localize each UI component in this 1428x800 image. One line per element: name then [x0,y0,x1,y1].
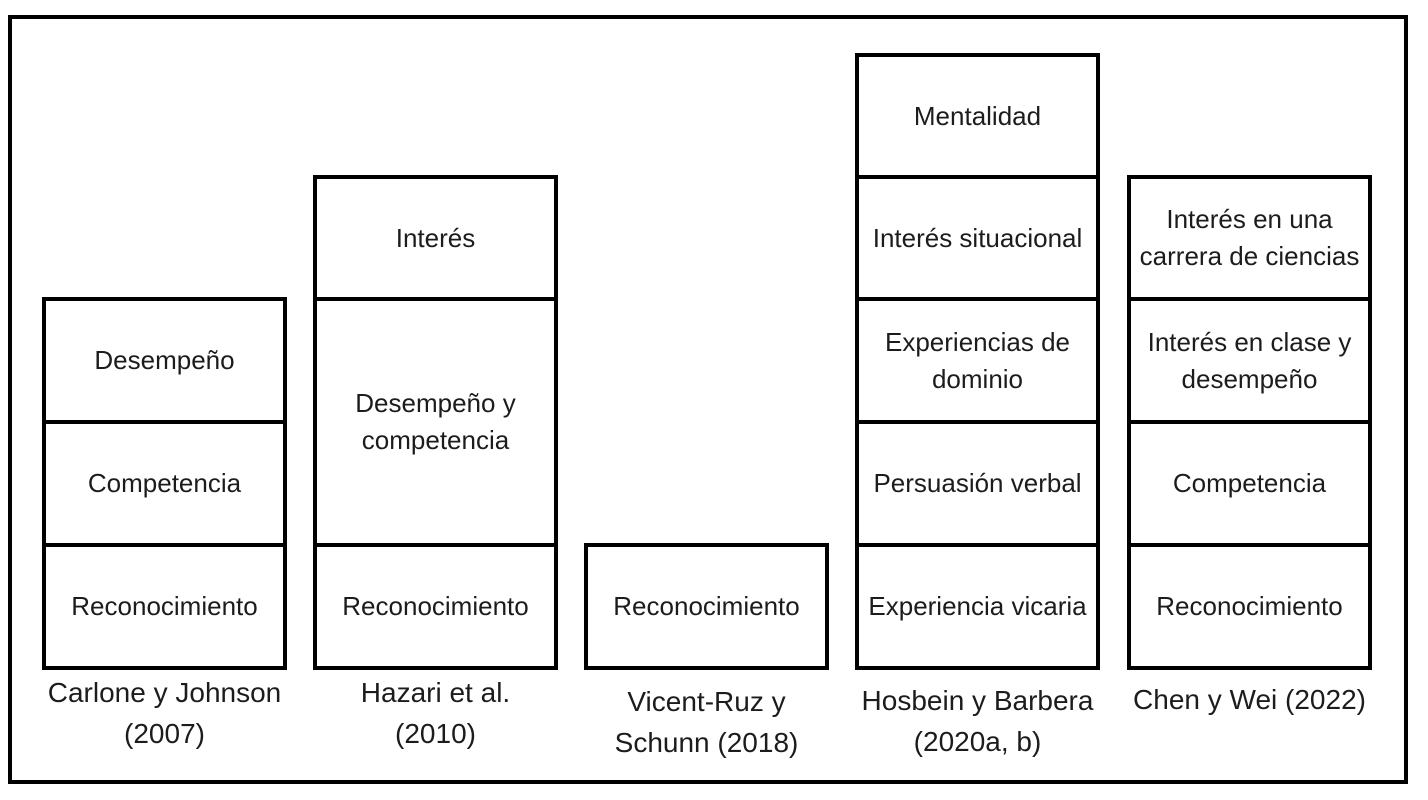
component-box-carlone-johnson-2007-0: Desempeño [42,297,287,424]
caption-line: Vicent-Ruz y [627,686,786,717]
box-label-line: Experiencias de [885,326,1070,357]
caption-line: (2020a, b) [913,726,1042,757]
caption-line: Schunn (2018) [614,727,799,758]
box-label-line: Experiencia vicaria [868,591,1087,621]
box-label-line: Competencia [1172,468,1327,498]
box-label-line: Interés en clase y [1147,326,1352,357]
component-box-chen-wei-2022-0: Interés en una carrera de ciencias [1127,175,1372,301]
caption-line: Hazari et al. [360,677,511,708]
box-label-line: Mentalidad [913,100,1042,131]
box-label-line: Reconocimiento [342,591,529,621]
caption-line: Hosbein y Barbera [861,685,1094,716]
box-label-line: Interés [395,222,476,253]
figure-outer-frame [8,15,1408,784]
box-label-line: competencia [361,425,510,455]
caption-line: (2010) [395,718,476,749]
component-box-chen-wei-2022-1: Interés en clase y desempeño [1127,297,1372,424]
component-box-hosbein-barbera-2020-4: Experiencia vicaria [855,543,1100,670]
study-caption-hazari-et-al-2010: Hazari et al. (2010) [361,672,510,754]
box-label-line: Interés situacional [872,222,1083,253]
caption-line: (2007) [124,718,205,749]
box-label-line: Competencia [87,468,242,498]
component-box-vicent-ruz-schunn-2018-0: Reconocimiento [584,543,829,670]
study-caption-hosbein-barbera-2020: Hosbein y Barbera (2020a, b) [862,680,1094,762]
component-box-chen-wei-2022-2: Competencia [1127,420,1372,547]
study-caption-chen-wei-2022: Chen y Wei (2022) [1133,679,1366,720]
component-box-carlone-johnson-2007-2: Reconocimiento [42,543,287,670]
box-label-line: Desempeño y [355,388,516,418]
component-box-hosbein-barbera-2020-0: Mentalidad [855,53,1100,179]
box-label-line: Interés en una [1166,204,1333,234]
box-label-line: dominio [931,363,1024,394]
component-box-hazari-et-al-2010-0: Interés [313,175,558,301]
component-box-chen-wei-2022-3: Reconocimiento [1127,543,1372,670]
box-label-line: desempeño [1181,363,1318,394]
component-box-hosbein-barbera-2020-1: Interés situacional [855,175,1100,301]
caption-line: Carlone y Johnson [47,677,282,708]
box-label-line: Persuasión verbal [873,468,1082,498]
box-label-line: Reconocimiento [71,591,258,621]
component-box-carlone-johnson-2007-1: Competencia [42,420,287,547]
component-box-hosbein-barbera-2020-3: Persuasión verbal [855,420,1100,547]
component-box-hazari-et-al-2010-2: Reconocimiento [313,543,558,670]
study-caption-vicent-ruz-schunn-2018: Vicent-Ruz y Schunn (2018) [615,681,799,763]
box-label-line: carrera de ciencias [1139,241,1360,271]
study-caption-carlone-johnson-2007: Carlone y Johnson (2007) [48,672,281,754]
component-box-hazari-et-al-2010-1: Desempeño y competencia [313,297,558,547]
caption-line: Chen y Wei (2022) [1133,684,1366,715]
box-label-line: Desempeño [94,345,235,375]
component-box-hosbein-barbera-2020-2: Experiencias de dominio [855,297,1100,424]
box-label-line: Reconocimiento [613,591,800,621]
box-label-line: Reconocimiento [1156,591,1343,621]
